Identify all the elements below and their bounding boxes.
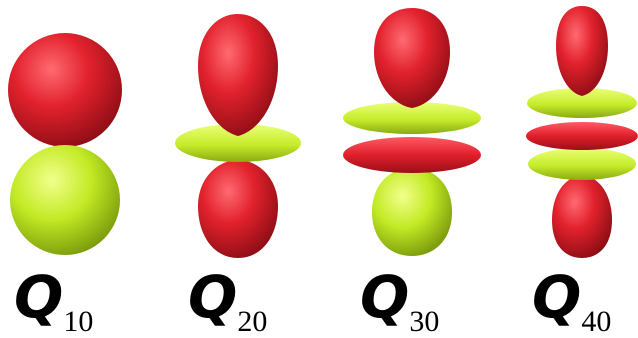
q40-torus-top xyxy=(527,88,637,118)
q20-lobe-top xyxy=(198,14,278,136)
q40-lobe-bottom xyxy=(552,176,612,258)
q20-torus xyxy=(175,124,301,162)
q20-label: Q20 xyxy=(188,268,267,338)
q20-symbol: Q xyxy=(188,263,237,331)
q30-lobe-top xyxy=(374,8,450,108)
q30-torus-lower xyxy=(343,137,481,173)
q30-label: Q30 xyxy=(360,268,439,338)
q10-lobe-bottom xyxy=(10,145,120,255)
q40-shape xyxy=(526,6,638,258)
q40-lobe-top xyxy=(556,6,608,96)
q40-subscript: 40 xyxy=(581,305,612,338)
q40-symbol: Q xyxy=(532,263,581,331)
q10-shape xyxy=(8,33,122,255)
q40-torus-middle xyxy=(526,122,638,150)
q10-label: Q10 xyxy=(14,268,93,338)
q30-lobe-bottom xyxy=(372,168,452,256)
q40-torus-bottom xyxy=(528,148,636,180)
q20-subscript: 20 xyxy=(237,305,268,338)
q40-label: Q40 xyxy=(532,268,611,338)
q10-symbol: Q xyxy=(14,263,63,331)
q30-torus-upper xyxy=(343,102,481,134)
q20-lobe-bottom xyxy=(198,160,278,258)
q10-subscript: 10 xyxy=(63,305,94,338)
q30-subscript: 30 xyxy=(409,305,440,338)
q10-lobe-top xyxy=(8,33,122,147)
q30-symbol: Q xyxy=(360,263,409,331)
q30-shape xyxy=(343,8,481,256)
q20-shape xyxy=(175,14,301,258)
